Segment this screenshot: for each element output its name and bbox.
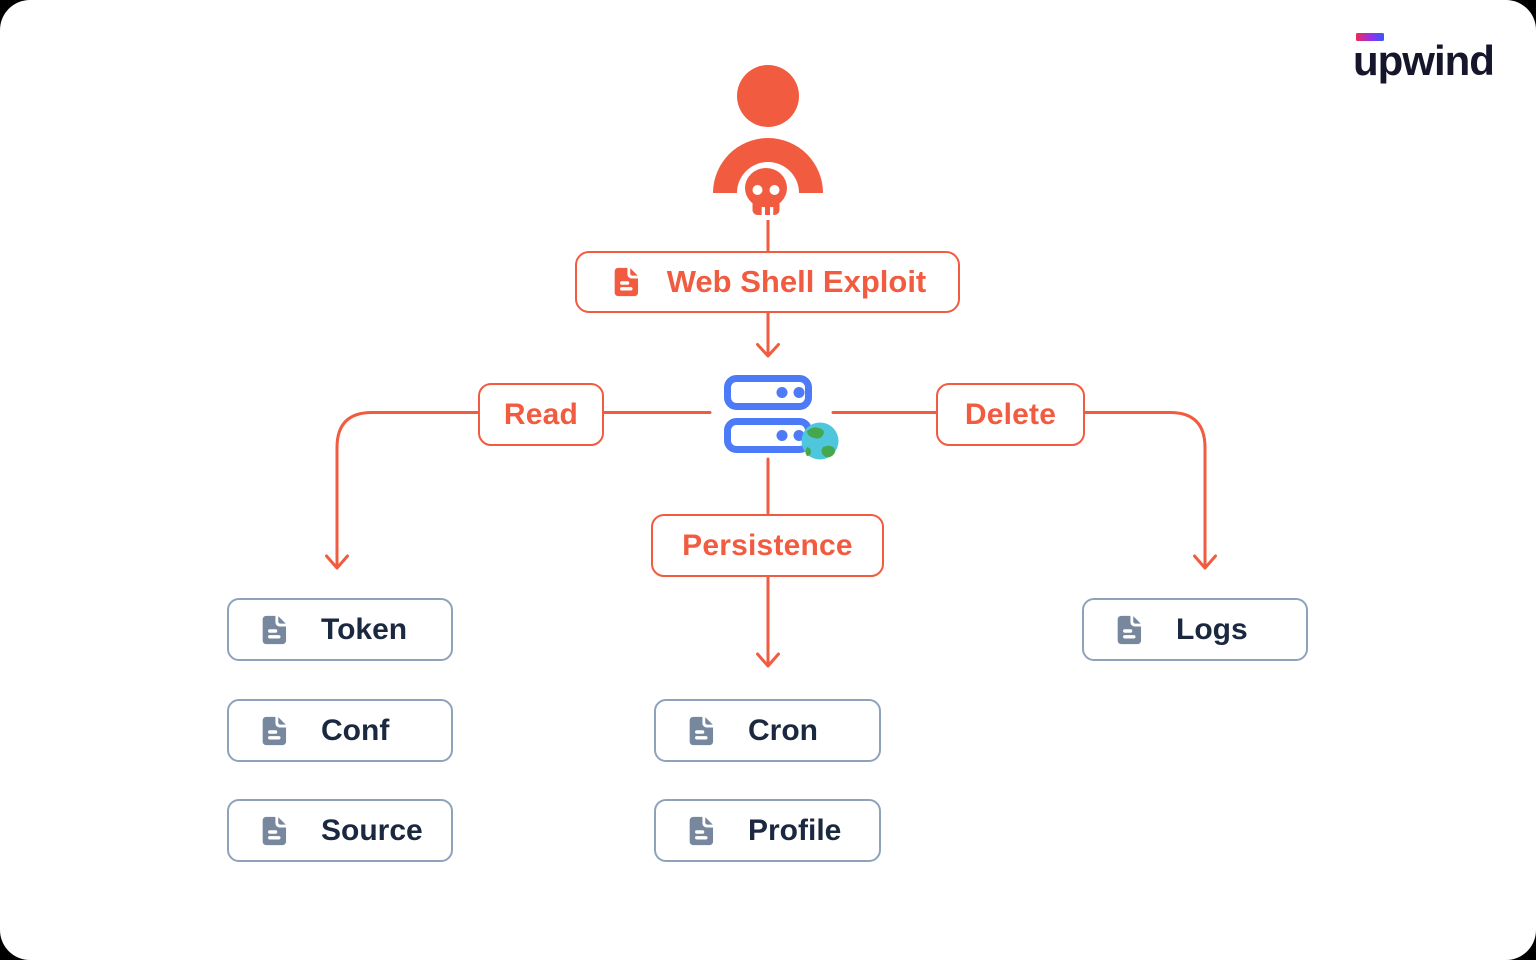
globe-icon: [801, 422, 839, 460]
exploit-label: Web Shell Exploit: [666, 264, 927, 299]
conf-label: Conf: [321, 713, 390, 747]
document-icon: [262, 615, 287, 644]
node-source: Source: [227, 799, 453, 862]
brand-name: upwind: [1353, 37, 1495, 84]
brand-gradient-bar: [1356, 33, 1384, 41]
attacker-icon: [713, 65, 823, 220]
document-icon: [1117, 615, 1142, 644]
document-icon: [262, 716, 287, 745]
cron-label: Cron: [748, 713, 818, 747]
skull-icon: [745, 168, 787, 216]
upwind-logo: upwind: [1353, 28, 1513, 84]
source-label: Source: [321, 813, 423, 847]
edge-label-persistence: Persistence: [651, 514, 884, 577]
edge-label-read: Read: [478, 383, 604, 446]
node-web-shell-exploit: Web Shell Exploit: [575, 251, 960, 313]
document-icon: [689, 716, 714, 745]
node-conf: Conf: [227, 699, 453, 762]
document-icon: [614, 267, 638, 297]
delete-label: Delete: [964, 397, 1057, 431]
document-icon: [262, 816, 287, 845]
read-label: Read: [503, 397, 579, 431]
document-icon: [689, 816, 714, 845]
node-cron: Cron: [654, 699, 881, 762]
logs-label: Logs: [1176, 612, 1248, 646]
server-icon: [724, 375, 839, 460]
node-token: Token: [227, 598, 453, 661]
node-profile: Profile: [654, 799, 881, 862]
profile-label: Profile: [748, 813, 842, 847]
persistence-label: Persistence: [682, 528, 853, 562]
node-logs: Logs: [1082, 598, 1308, 661]
edge-label-delete: Delete: [936, 383, 1085, 446]
token-label: Token: [321, 612, 408, 646]
